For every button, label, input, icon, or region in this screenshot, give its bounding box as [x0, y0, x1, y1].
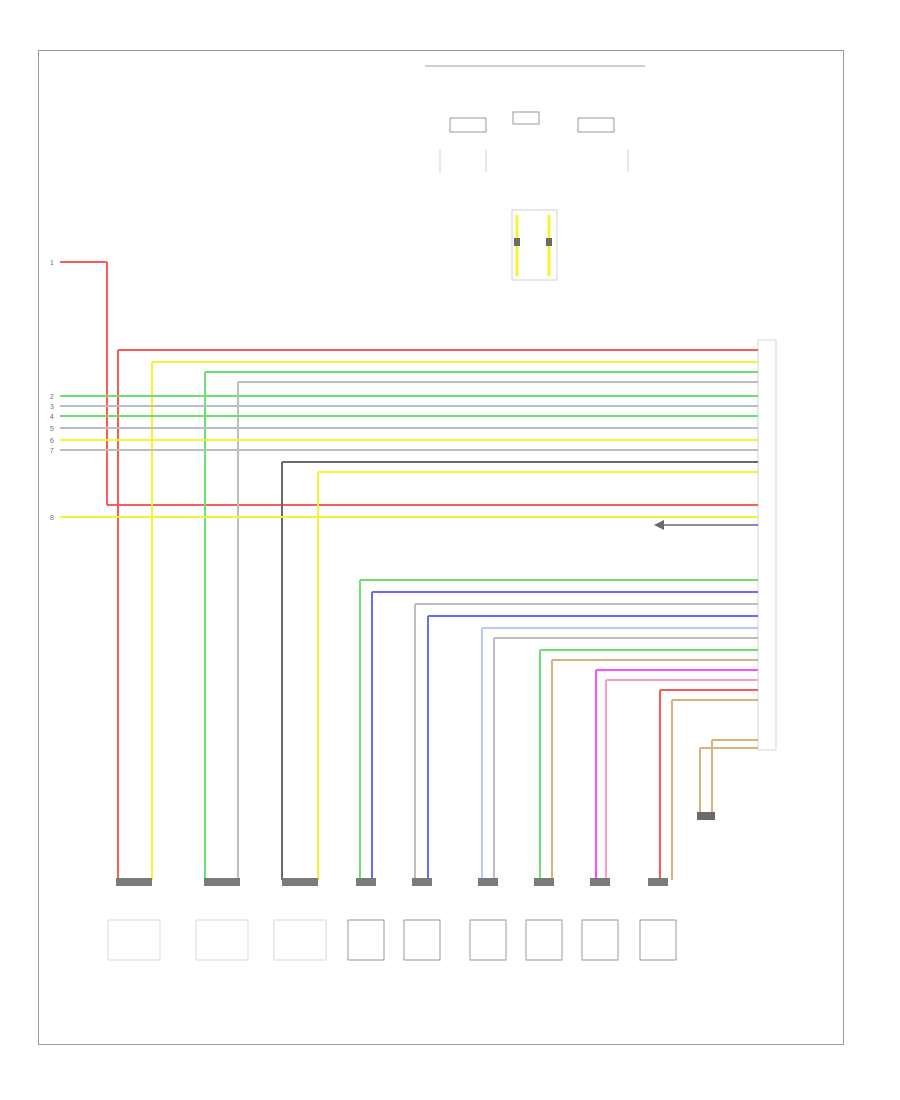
bottom-connector-2	[204, 878, 240, 886]
left-pin-label: 4	[50, 414, 54, 421]
left-pin-label: 7	[50, 448, 54, 455]
wires	[60, 261, 758, 880]
bottom-connector-1	[116, 878, 152, 886]
lower-right-connector	[697, 739, 758, 820]
bottom-components	[107, 878, 677, 961]
left-pin-label: 1	[50, 260, 54, 267]
left-pin-label: 6	[50, 438, 54, 445]
bottom-component-box-1	[107, 919, 161, 961]
left-pin-label: 2	[50, 394, 54, 401]
bottom-connector-8	[590, 878, 610, 886]
right-connector-strip	[757, 339, 777, 751]
bottom-connector-4	[356, 878, 376, 886]
top-component-c2	[512, 111, 540, 125]
bottom-connector-3	[282, 878, 318, 886]
center-connector	[511, 209, 558, 281]
left-pin-labels: 1 2 3 4 5 6 7 8	[50, 260, 54, 522]
left-pin-label: 3	[50, 404, 54, 411]
bottom-component-box-7	[525, 919, 563, 961]
top-component-c1	[449, 117, 487, 133]
left-pin-label: 5	[50, 426, 54, 433]
arrow-icon	[654, 520, 758, 530]
diagram-frame	[38, 50, 844, 1045]
bottom-connector-7	[534, 878, 554, 886]
bottom-component-box-5	[403, 919, 441, 961]
bottom-component-box-3	[273, 919, 327, 961]
bottom-connector-9	[648, 878, 668, 886]
bottom-component-box-2	[195, 919, 249, 961]
bottom-component-box-9	[639, 919, 677, 961]
left-pin-label: 8	[50, 515, 54, 522]
bottom-component-box-6	[469, 919, 507, 961]
bottom-component-box-8	[581, 919, 619, 961]
bottom-component-box-4	[347, 919, 385, 961]
top-component-c3	[577, 117, 615, 133]
top-component-group	[439, 111, 629, 172]
bottom-connector-6	[478, 878, 498, 886]
bottom-connector-5	[412, 878, 432, 886]
